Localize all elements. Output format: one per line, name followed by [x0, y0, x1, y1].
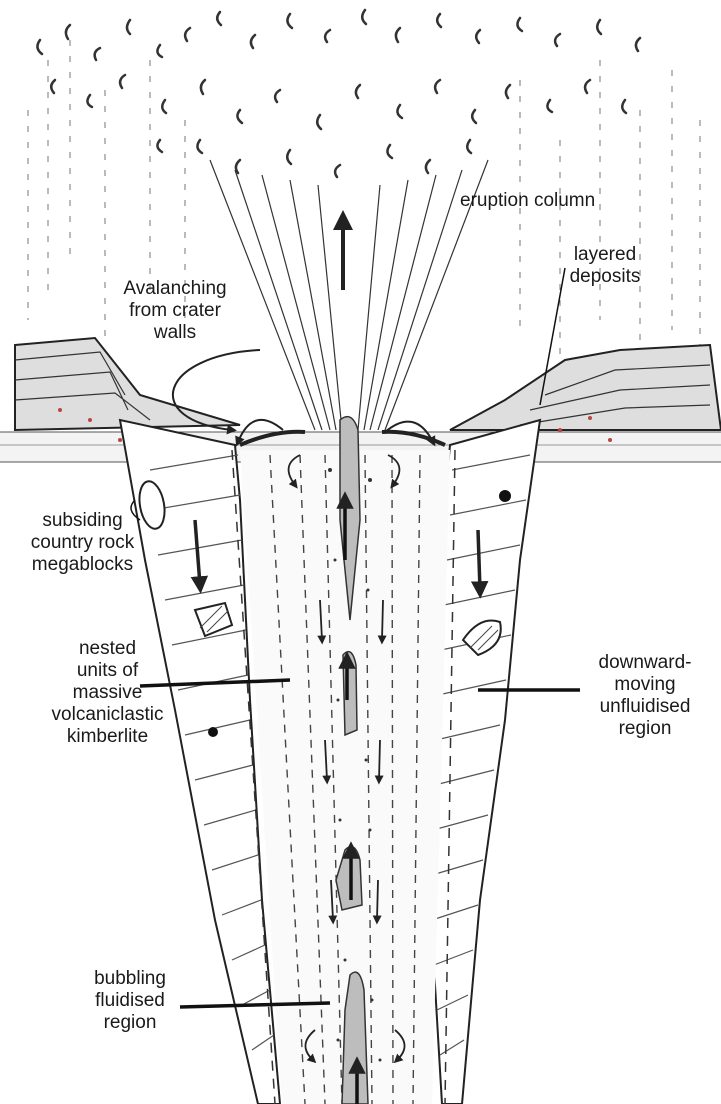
label-line: deposits	[560, 266, 650, 288]
label-bubbling: bubbling fluidised region	[70, 968, 190, 1034]
label-avalanching: Avalanching from crater walls	[100, 278, 250, 344]
label-line: moving	[575, 674, 715, 696]
label-line: bubbling	[70, 968, 190, 990]
label-line: subsiding	[10, 510, 155, 532]
label-line: region	[70, 1012, 190, 1034]
label-line: Avalanching	[100, 278, 250, 300]
label-eruption-column-text: eruption column	[460, 190, 595, 212]
label-layered-deposits: layered deposits	[560, 244, 650, 288]
label-eruption-column: eruption column	[460, 190, 595, 212]
clast-right	[499, 490, 511, 502]
label-line: unfluidised	[575, 696, 715, 718]
clast-left	[208, 727, 218, 737]
label-line: nested	[20, 638, 195, 660]
eruption-cloud	[37, 10, 640, 177]
label-line: kimberlite	[20, 726, 195, 748]
label-line: units of	[20, 660, 195, 682]
label-line: layered	[560, 244, 650, 266]
label-line: megablocks	[10, 554, 155, 576]
label-line: downward-	[575, 652, 715, 674]
label-line: region	[575, 718, 715, 740]
label-line: fluidised	[70, 990, 190, 1012]
label-nested-units: nested units of massive volcaniclastic k…	[20, 638, 195, 748]
label-subsiding: subsiding country rock megablocks	[10, 510, 155, 576]
label-line: massive	[20, 682, 195, 704]
label-line: from crater	[100, 300, 250, 322]
label-line: volcaniclastic	[20, 704, 195, 726]
eruption-column-streaks	[210, 160, 488, 430]
label-line: country rock	[10, 532, 155, 554]
label-line: walls	[100, 322, 250, 344]
label-downward-moving: downward- moving unfluidised region	[575, 652, 715, 740]
tuff-ring-right	[450, 345, 721, 442]
